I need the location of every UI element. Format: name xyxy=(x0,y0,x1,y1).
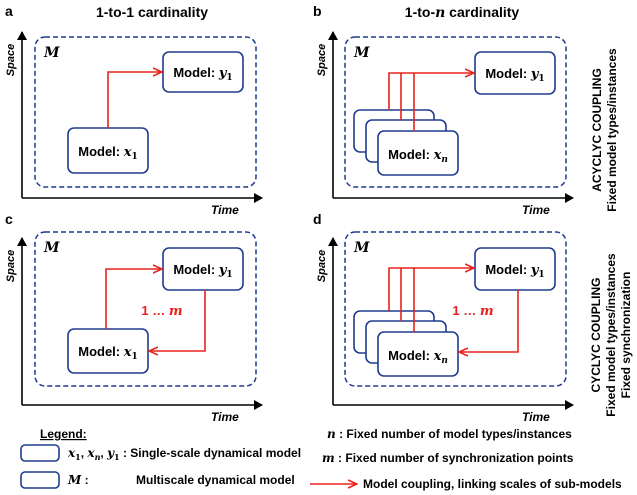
container-label: M xyxy=(353,240,370,256)
legend-m-label: m : Fixed number of synchronization poin… xyxy=(322,451,574,465)
model-label-xn: Model: xn xyxy=(388,348,448,366)
time-axis-label: Time xyxy=(522,203,550,217)
coupling-arrow-feedback xyxy=(460,290,519,352)
model-box-y1 xyxy=(474,247,556,291)
legend-single-scale-swatch xyxy=(20,444,60,462)
panel-a: Space Time M Model: x1 Model: y1 xyxy=(5,31,263,217)
panel-c: Space Time M Model: x1 Model: y1 1 … m xyxy=(5,231,263,424)
time-axis-label: Time xyxy=(522,410,550,424)
model-label-y1: Model: y1 xyxy=(173,262,232,280)
legend-title: Legend: xyxy=(40,427,87,441)
coupling-arrow xyxy=(388,73,473,110)
panel-b: Space Time M Model: xn Model: y1 xyxy=(316,31,574,217)
panel-letter-b: b xyxy=(313,3,322,19)
multiscale-container xyxy=(344,231,567,387)
panel-letter-c: c xyxy=(5,211,13,227)
row-label-bottom-line3: Fixed synchronization xyxy=(619,272,633,399)
coupling-arrow-feedback xyxy=(150,290,206,351)
coupling-arrow-forward xyxy=(105,269,161,329)
sync-label: 1 … m xyxy=(141,303,182,319)
column-title-right: 1-to-n cardinality xyxy=(405,4,520,21)
model-label-xn: Model: xn xyxy=(388,147,448,165)
panel-d: Space Time M Model: xn Model: y1 1 … m xyxy=(316,231,574,424)
panel-letter-a: a xyxy=(5,3,13,19)
model-box-y1 xyxy=(474,51,556,95)
sync-label: 1 … m xyxy=(452,303,493,319)
row-label-top-title: ACYCLYC COUPLING xyxy=(590,68,604,192)
model-label-y1: Model: y1 xyxy=(485,262,544,280)
time-axis-label: Time xyxy=(211,203,239,217)
coupling-arrow xyxy=(107,72,161,128)
row-label-bottom-title: CYCLYC COUPLING xyxy=(589,278,603,393)
row-label-top-line2: Fixed model types/instances xyxy=(605,48,619,212)
space-axis-label: Space xyxy=(316,250,328,282)
container-label: M xyxy=(353,45,370,61)
model-label-y1: Model: y1 xyxy=(485,66,544,84)
model-box-y1 xyxy=(162,247,244,291)
container-label: M xyxy=(43,45,60,61)
model-box-y1 xyxy=(162,51,244,93)
row-label-bottom-line2: Fixed model types/instances xyxy=(604,253,618,417)
legend-coupling-desc: Model coupling, linking scales of sub-mo… xyxy=(363,477,622,491)
legend: Legend: x1, xn, y1 : Single-scale dynami… xyxy=(20,427,622,491)
space-axis-label: Space xyxy=(5,250,17,282)
coupling-arrow-forward xyxy=(388,268,473,311)
multiscale-container xyxy=(344,36,567,188)
legend-n-label: n : Fixed number of model types/instance… xyxy=(327,427,572,441)
time-axis-label: Time xyxy=(211,410,239,424)
column-title-left: 1-to-1 cardinality xyxy=(96,4,208,20)
legend-single-scale-label: x1, xn, y1 : Single-scale dynamical mode… xyxy=(67,446,301,462)
multiscale-container xyxy=(34,231,257,387)
space-axis-label: Space xyxy=(5,44,17,76)
legend-multiscale-swatch xyxy=(20,471,60,489)
container-label: M xyxy=(43,240,60,256)
model-label-x1: Model: x1 xyxy=(78,344,138,362)
space-axis-label: Space xyxy=(316,44,328,76)
multiscale-container xyxy=(34,36,257,188)
legend-multiscale-desc: Multiscale dynamical model xyxy=(136,473,295,487)
panel-letter-d: d xyxy=(313,211,322,227)
model-label-y1: Model: y1 xyxy=(173,65,232,83)
legend-multiscale-label: M : xyxy=(67,473,89,487)
model-label-x1: Model: x1 xyxy=(78,144,138,162)
model-box-xn xyxy=(377,130,459,176)
